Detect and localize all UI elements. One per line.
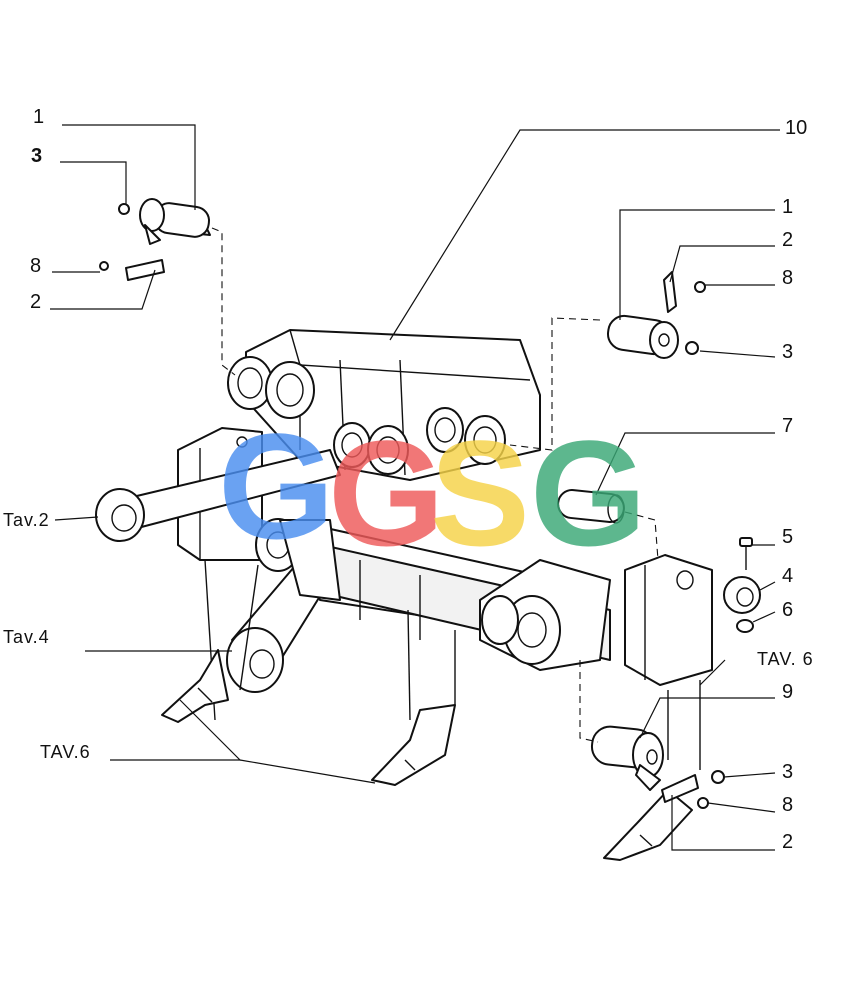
- bushing-4: [723, 576, 761, 614]
- callout-r-5: 5: [782, 526, 793, 548]
- callout-labels: 1 3 8 2 10 1 2 8 3 7 5 4 6 TAV. 6 9 3 8 …: [3, 106, 814, 853]
- callout-r-9: 9: [782, 681, 793, 703]
- pin-7: [557, 489, 625, 524]
- dashed-center-lines: [211, 227, 659, 743]
- ripper-frame: [95, 329, 713, 861]
- callout-br-2: 2: [782, 831, 793, 853]
- top-right-pin-assembly: [607, 271, 706, 359]
- callout-tl-2: 2: [30, 291, 41, 313]
- gsc-watermark: G G S G: [218, 402, 647, 577]
- callout-r-1: 1: [782, 196, 793, 218]
- leader-lines: [50, 124, 780, 851]
- callout-r-3: 3: [782, 341, 793, 363]
- pin-5-bolt: [739, 537, 753, 570]
- callout-tl-3: 3: [31, 145, 42, 167]
- callout-tl-8: 8: [30, 255, 41, 277]
- callout-r-4: 4: [782, 565, 793, 587]
- callout-r-7: 7: [782, 415, 793, 437]
- callout-l-tav6: TAV.6: [40, 742, 91, 762]
- watermark-letter-4: G: [530, 409, 647, 577]
- callout-tl-1: 1: [33, 106, 44, 128]
- watermark-letter-2: G: [328, 409, 445, 577]
- watermark-letter-1: G: [218, 402, 335, 570]
- pin-9-assembly: [590, 725, 725, 809]
- callout-r-6: 6: [782, 599, 793, 621]
- callout-br-8: 8: [782, 794, 793, 816]
- callout-r-8: 8: [782, 267, 793, 289]
- callout-br-3: 3: [782, 761, 793, 783]
- watermark-letter-3: S: [430, 409, 530, 577]
- callout-r-tav6: TAV. 6: [757, 649, 814, 669]
- callout-l-tav2: Tav.2: [3, 510, 50, 530]
- top-left-pin-assembly: [99, 198, 211, 281]
- callout-l-tav4: Tav.4: [3, 627, 50, 647]
- nut-6: [736, 619, 754, 633]
- callout-r-2: 2: [782, 229, 793, 251]
- callout-tr-10: 10: [785, 117, 807, 139]
